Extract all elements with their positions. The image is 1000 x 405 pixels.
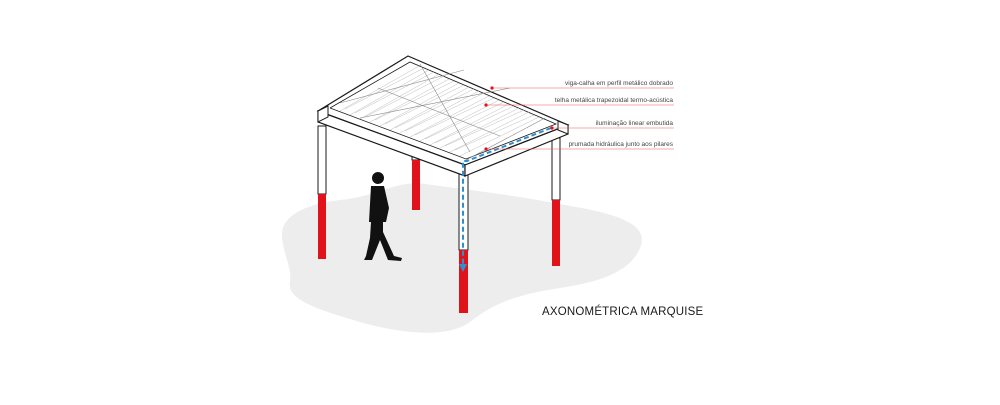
leader-lines	[486, 87, 674, 150]
leader-dots	[484, 86, 554, 151]
drainage-arrow	[459, 264, 467, 272]
callout-plumbing: prumada hidráulica junto aos pilares	[568, 141, 673, 148]
pillar-right	[551, 137, 561, 266]
person-silhouette	[364, 172, 402, 261]
callout-gutter-beam: viga-calha em perfil metálico dobrado	[564, 80, 673, 87]
pillar-back-left	[317, 125, 327, 259]
diagram-title: AXONOMÉTRICA MARQUISE	[542, 306, 704, 318]
callout-linear-lighting: iluminação linear embutida	[595, 120, 673, 127]
drainage-line	[462, 127, 552, 264]
callout-roof-tile: telha metálica trapezoidal termo-acústic…	[554, 97, 673, 104]
pillar-front	[458, 171, 469, 313]
roof-structure	[316, 55, 570, 177]
roof-tile-ribs	[339, 65, 540, 157]
